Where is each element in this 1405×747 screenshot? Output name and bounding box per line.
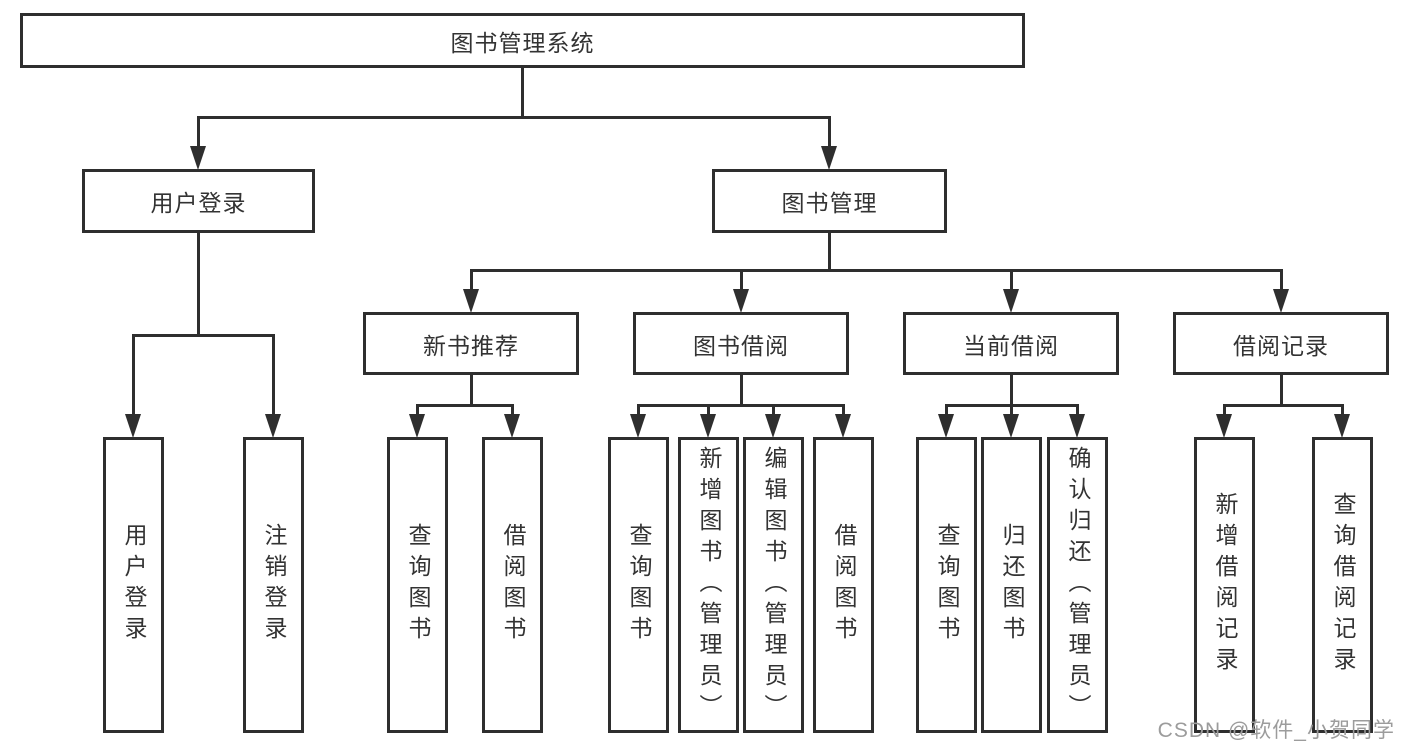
arrowhead-current-borrow <box>1003 289 1019 313</box>
arrowhead-new-books <box>463 289 479 313</box>
node-label: 查询借阅记录 <box>1330 492 1356 678</box>
connector-user-login-stem <box>197 232 200 336</box>
node-library-system: 图书管理系统 <box>20 13 1025 68</box>
connector-groupD-stub2 <box>1341 404 1344 415</box>
connector-groupB-rail <box>637 404 845 407</box>
connector-stub-current-borrow <box>1010 269 1013 292</box>
connector-groupD-rail <box>1223 404 1343 407</box>
arrowhead-groupA-1 <box>409 414 425 438</box>
node-label: 借阅图书 <box>831 523 857 647</box>
node-book-management: 图书管理 <box>712 169 947 233</box>
arrowhead-book-borrow <box>733 289 749 313</box>
arrowhead-groupB-3 <box>765 414 781 438</box>
arrowhead-groupC-1 <box>938 414 954 438</box>
node-query-books-b: 查询图书 <box>608 437 669 733</box>
arrowhead-groupD-2 <box>1334 414 1350 438</box>
connector-groupA-rail <box>416 404 514 407</box>
connector-stub-login <box>132 334 135 416</box>
connector-groupB-stub3 <box>772 404 775 415</box>
arrowhead-groupB-2 <box>700 414 716 438</box>
arrowhead-groupA-2 <box>504 414 520 438</box>
node-edit-books-admin: 编辑图书（管理员） <box>743 437 804 733</box>
node-return-books: 归还图书 <box>981 437 1042 733</box>
node-label: 图书管理系统 <box>450 29 595 56</box>
arrowhead-logout <box>265 414 281 438</box>
arrowhead-groupC-3 <box>1069 414 1085 438</box>
connector-groupD-stub1 <box>1223 404 1226 415</box>
node-add-books-admin: 新增图书（管理员） <box>678 437 739 733</box>
node-label: 查询图书 <box>934 523 960 647</box>
connector-groupB-stub1 <box>637 404 640 415</box>
connector-groupB-stem <box>740 374 743 406</box>
arrowhead-login <box>125 414 141 438</box>
node-borrow-books-b: 借阅图书 <box>813 437 874 733</box>
node-query-books-a: 查询图书 <box>387 437 448 733</box>
connector-groupA-stem <box>470 374 473 406</box>
connector-groupC-stub2 <box>1010 404 1013 415</box>
node-query-books-c: 查询图书 <box>916 437 977 733</box>
arrowhead-groupB-1 <box>630 414 646 438</box>
node-label: 确认归还（管理员） <box>1065 445 1091 725</box>
node-logout-leaf: 注销登录 <box>243 437 304 733</box>
node-borrow-books-a: 借阅图书 <box>482 437 543 733</box>
arrowhead-book-mgmt <box>821 146 837 170</box>
node-label: 用户登录 <box>121 523 147 647</box>
arrowhead-groupB-4 <box>835 414 851 438</box>
node-label: 图书借阅 <box>693 332 789 359</box>
node-add-borrow-record: 新增借阅记录 <box>1194 437 1255 733</box>
node-label: 查询图书 <box>405 523 431 647</box>
connector-groupA-stub1 <box>416 404 419 415</box>
connector-stub-borrow-records <box>1280 269 1283 292</box>
node-label: 注销登录 <box>261 523 287 647</box>
node-current-borrow: 当前借阅 <box>903 312 1119 375</box>
node-book-borrow: 图书借阅 <box>633 312 849 375</box>
connector-groupB-stub2 <box>707 404 710 415</box>
connector-level2-rail <box>197 116 831 119</box>
connector-user-login-rail <box>132 334 275 337</box>
connector-stub-new-books <box>470 269 473 292</box>
node-confirm-return-admin: 确认归还（管理员） <box>1047 437 1108 733</box>
connector-groupD-stem <box>1280 374 1283 406</box>
arrowhead-groupC-2 <box>1003 414 1019 438</box>
node-borrow-records: 借阅记录 <box>1173 312 1389 375</box>
connector-groupC-stub3 <box>1076 404 1079 415</box>
connector-groupC-stub1 <box>945 404 948 415</box>
node-label: 借阅记录 <box>1233 332 1329 359</box>
node-label: 新书推荐 <box>423 332 519 359</box>
connector-groupA-stub2 <box>511 404 514 415</box>
connector-groupB-stub4 <box>842 404 845 415</box>
node-user-login: 用户登录 <box>82 169 315 233</box>
node-label: 新增图书（管理员） <box>696 445 722 725</box>
watermark: CSDN @软件_小贺同学 <box>1157 719 1395 742</box>
node-label: 查询图书 <box>626 523 652 647</box>
node-label: 当前借阅 <box>963 332 1059 359</box>
connector-stub-logout <box>272 334 275 416</box>
node-label: 图书管理 <box>781 190 878 216</box>
node-label: 借阅图书 <box>500 523 526 647</box>
node-label: 新增借阅记录 <box>1212 492 1238 678</box>
node-new-book-recommend: 新书推荐 <box>363 312 579 375</box>
connector-groupC-stem <box>1010 374 1013 406</box>
node-label: 编辑图书（管理员） <box>761 445 787 725</box>
connector-stub-user-login <box>197 116 200 149</box>
node-label: 用户登录 <box>150 190 247 216</box>
node-label: 归还图书 <box>999 523 1025 647</box>
connector-stub-book-borrow <box>740 269 743 292</box>
arrowhead-groupD-1 <box>1216 414 1232 438</box>
connector-root-stem <box>521 68 524 118</box>
arrowhead-user-login <box>190 146 206 170</box>
node-query-borrow-record: 查询借阅记录 <box>1312 437 1373 733</box>
arrowhead-borrow-records <box>1273 289 1289 313</box>
node-user-login-leaf: 用户登录 <box>103 437 164 733</box>
connector-level3-rail <box>470 269 1282 272</box>
connector-book-mgmt-stem <box>828 232 831 271</box>
connector-stub-book-mgmt <box>828 116 831 149</box>
